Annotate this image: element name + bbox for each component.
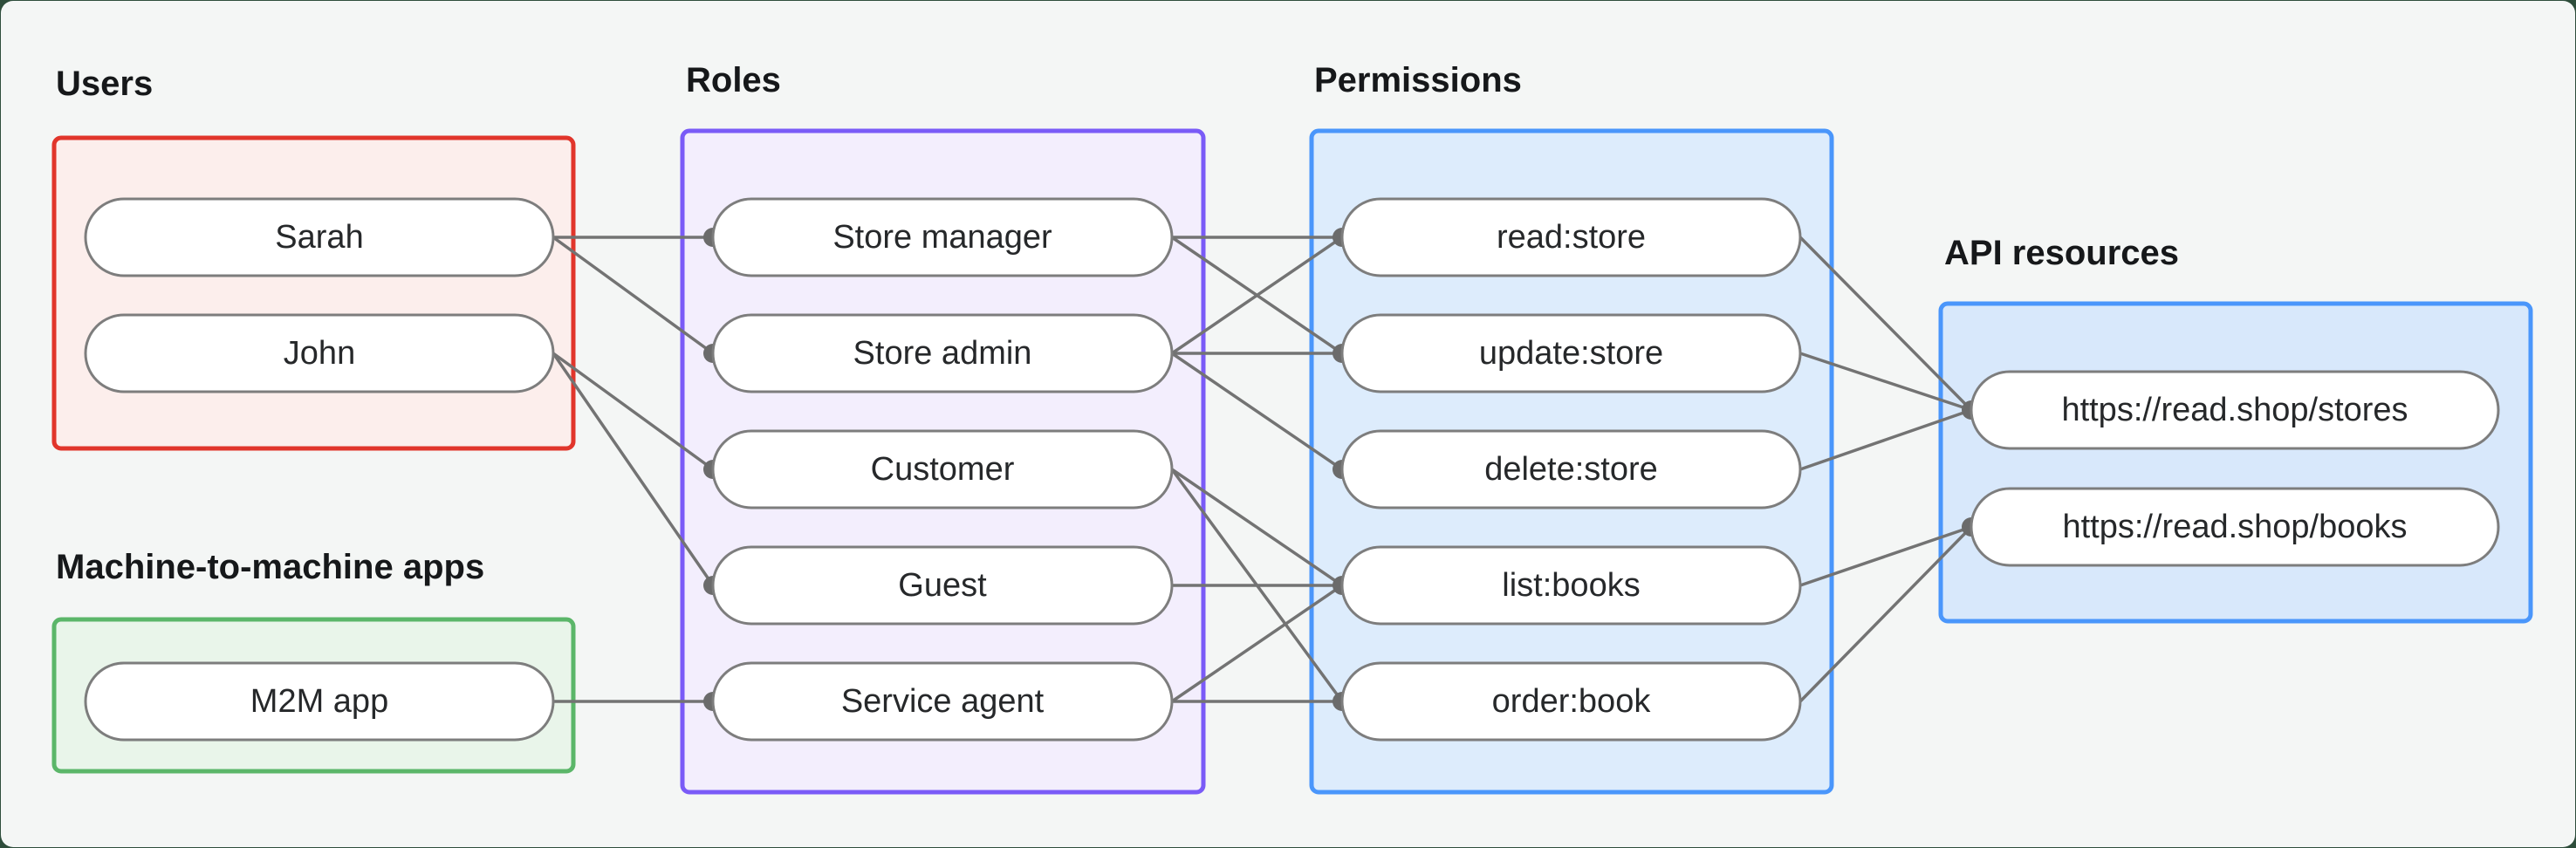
edge-delete-store-to-stores-api	[1799, 408, 1972, 471]
edges-layer	[552, 236, 1973, 703]
node-label-read-store: read:store	[1497, 219, 1646, 256]
edge-john-to-customer	[552, 352, 715, 471]
node-update-store	[1340, 313, 1802, 393]
node-label-service-agent: Service agent	[841, 683, 1045, 720]
node-delete-store	[1340, 429, 1802, 509]
node-label-delete-store: delete:store	[1484, 451, 1658, 488]
node-label-store-manager: Store manager	[832, 219, 1052, 256]
group-label-api: API resources	[1944, 234, 2179, 272]
edge-read-store-to-stores-api	[1798, 236, 1973, 412]
node-label-books-api: https://read.shop/books	[2062, 509, 2407, 545]
node-store-manager	[711, 197, 1174, 277]
group-label-permissions: Permissions	[1314, 61, 1522, 99]
edge-store-admin-to-delete-store	[1171, 352, 1343, 471]
node-label-guest: Guest	[898, 567, 987, 604]
node-label-order-book: order:book	[1492, 683, 1652, 720]
node-label-m2m-app: M2M app	[250, 683, 388, 720]
group-label-roles: Roles	[686, 61, 781, 99]
edge-store-admin-to-read-store	[1171, 236, 1343, 355]
edge-customer-to-list-books	[1171, 468, 1343, 587]
group-label-users: Users	[56, 65, 153, 103]
node-label-stores-api: https://read.shop/stores	[2061, 392, 2408, 428]
node-label-sarah: Sarah	[275, 219, 363, 256]
node-order-book	[1340, 661, 1802, 742]
edge-service-agent-to-list-books	[1171, 584, 1343, 703]
node-label-store-admin: Store admin	[853, 335, 1032, 372]
edge-sarah-to-store-admin	[552, 236, 715, 355]
group-box-api	[1938, 301, 2533, 624]
node-sarah	[84, 197, 555, 277]
node-label-john: John	[284, 335, 355, 372]
node-label-list-books: list:books	[1502, 567, 1640, 604]
node-m2m-app	[84, 661, 555, 742]
node-label-customer: Customer	[871, 451, 1015, 488]
node-list-books	[1340, 545, 1802, 626]
edge-list-books-to-books-api	[1799, 525, 1972, 587]
node-customer	[711, 429, 1174, 509]
node-john	[84, 313, 555, 393]
node-store-admin	[711, 313, 1174, 393]
node-books-api	[1970, 487, 2500, 567]
node-guest	[711, 545, 1174, 626]
group-label-m2m: Machine-to-machine apps	[56, 548, 484, 586]
node-service-agent	[711, 661, 1174, 742]
node-stores-api	[1970, 370, 2500, 450]
node-label-update-store: update:store	[1479, 335, 1663, 372]
edge-update-store-to-stores-api	[1799, 352, 1972, 412]
node-read-store	[1340, 197, 1802, 277]
group-box-users	[51, 135, 576, 451]
edge-john-to-guest	[552, 352, 715, 586]
edge-order-book-to-books-api	[1798, 525, 1973, 703]
